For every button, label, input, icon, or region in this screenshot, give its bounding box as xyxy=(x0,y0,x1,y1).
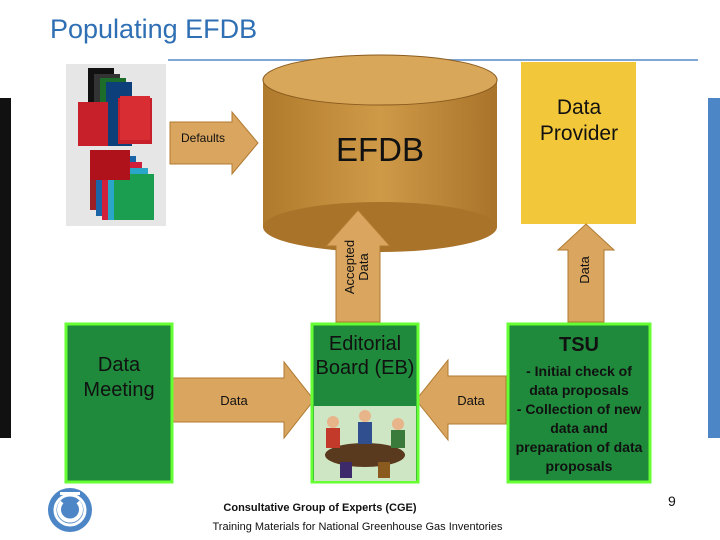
accepted-data-label: Accepted Data xyxy=(342,227,373,307)
left-edge-bar xyxy=(0,98,11,438)
footer-materials-title: Training Materials for National Greenhou… xyxy=(212,521,503,533)
meeting-data-arrow xyxy=(171,360,315,440)
cge-logo-icon xyxy=(48,488,92,532)
tsu-box xyxy=(506,322,652,484)
right-edge-bar xyxy=(708,98,720,438)
provider-data-label: Data xyxy=(577,256,592,284)
report-covers-image xyxy=(66,64,166,226)
tsu-title: TSU xyxy=(559,334,599,356)
accepted-data-arrow xyxy=(324,209,392,323)
tsu-description: - Initial check of data proposals - Coll… xyxy=(515,363,643,474)
data-provider-box xyxy=(521,62,636,224)
accepted-data-text: Accepted Data xyxy=(342,239,371,295)
efdb-cylinder xyxy=(262,54,498,252)
efdb-label: EFDB xyxy=(335,131,424,168)
data-meeting-box xyxy=(64,322,174,484)
footer-organization: Consultative Group of Experts (CGE) xyxy=(223,502,417,514)
provider-data-arrow xyxy=(556,223,616,323)
page-title: Populating EFDB xyxy=(50,14,258,44)
meeting-clipart-image xyxy=(314,406,416,481)
data-meeting-label: Data Meeting xyxy=(83,354,155,401)
tsu-data-arrow xyxy=(415,358,507,442)
meeting-data-label: Data xyxy=(220,393,248,408)
defaults-arrow xyxy=(169,110,259,176)
tsu-data-label: Data xyxy=(457,393,485,408)
data-provider-label: Data Provider xyxy=(539,96,619,145)
defaults-label: Defaults xyxy=(180,131,226,145)
editorial-board-label: Editorial Board (EB) xyxy=(315,333,415,379)
page-number: 9 xyxy=(668,493,676,509)
